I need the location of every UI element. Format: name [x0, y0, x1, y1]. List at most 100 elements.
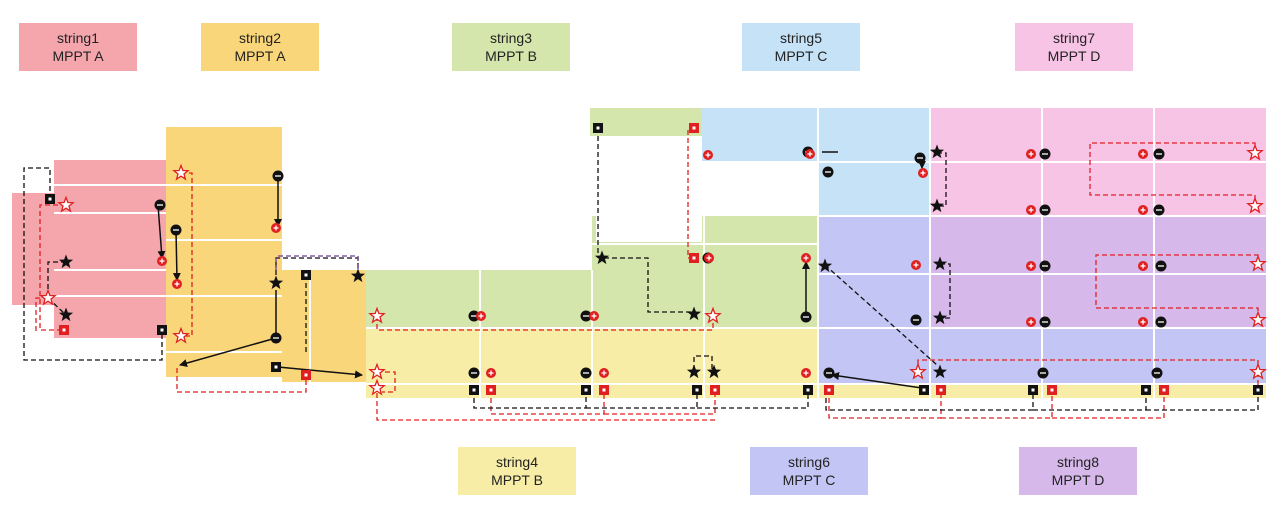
legend-string4: string4 MPPT B — [458, 447, 576, 495]
panel-string1 — [54, 160, 166, 338]
panel-string3-top — [590, 108, 702, 136]
legend-string1: string1 MPPT A — [19, 23, 137, 71]
positive-star-icon — [368, 306, 386, 324]
positive-terminal-icon — [801, 253, 811, 263]
legend-string6: string6 MPPT C — [750, 447, 868, 495]
junction-box-icon — [1141, 385, 1151, 395]
junction-box-icon — [1028, 385, 1038, 395]
negative-terminal-icon — [1153, 148, 1165, 160]
positive-terminal-icon — [599, 368, 609, 378]
positive-star-icon — [909, 362, 927, 380]
negative-terminal-icon — [1037, 367, 1049, 379]
negative-star-icon — [932, 364, 948, 379]
positive-star-icon — [368, 378, 386, 396]
junction-box-icon — [919, 385, 929, 395]
negative-wiring — [23, 128, 1259, 411]
positive-terminal-icon — [476, 311, 486, 321]
positive-star-icon — [1249, 310, 1267, 328]
junction-box-icon — [710, 385, 720, 395]
positive-terminal-icon — [1138, 205, 1148, 215]
positive-terminals — [157, 149, 1148, 378]
junction-box-icon — [593, 123, 603, 133]
junction-box-icon — [157, 325, 167, 335]
positive-star-icon — [172, 163, 190, 181]
negative-star-icon — [932, 256, 948, 271]
positive-terminal-icon — [1026, 261, 1036, 271]
negative-star-icon — [594, 250, 610, 265]
positive-star-icon — [57, 195, 75, 213]
legend-string2: string2 MPPT A — [201, 23, 319, 71]
positive-terminal-icon — [911, 260, 921, 270]
positive-terminal-icon — [271, 223, 281, 233]
negative-terminal-icon — [270, 332, 282, 344]
positive-terminal-icon — [1026, 149, 1036, 159]
negative-terminal-icon — [468, 367, 480, 379]
positive-terminal-icon — [801, 368, 811, 378]
negative-terminal-icon — [170, 224, 182, 236]
legend-string1-mppt: MPPT A — [52, 48, 104, 64]
legend-string5-name: string5 — [779, 30, 823, 46]
legend-string7-mppt: MPPT D — [1047, 48, 1101, 64]
positive-star-icon — [39, 288, 57, 306]
negative-terminal-icon — [823, 367, 835, 379]
legend-string2-mppt: MPPT A — [234, 48, 286, 64]
legend-string3-mppt: MPPT B — [485, 48, 537, 64]
negative-star-icon — [350, 268, 366, 283]
junction-box-icon — [689, 123, 699, 133]
legend-string6-mppt: MPPT C — [782, 472, 836, 488]
junction-box-icon — [486, 385, 496, 395]
junction-box-icon — [824, 385, 834, 395]
junction-boxes — [45, 123, 1263, 395]
positive-terminal-icon — [1138, 149, 1148, 159]
negative-star-icon — [929, 144, 945, 159]
junction-box-icon — [1253, 385, 1263, 395]
junction-box-icon — [599, 385, 609, 395]
negative-terminal-icon — [910, 314, 922, 326]
junction-box-icon — [581, 385, 591, 395]
negative-terminal-icon — [1039, 260, 1051, 272]
negative-terminal-icon — [914, 152, 926, 164]
negative-terminal-icon — [1039, 204, 1051, 216]
negative-terminal-icon — [1039, 148, 1051, 160]
positive-terminal-icon — [486, 368, 496, 378]
positive-star-icon — [1246, 143, 1264, 161]
legend-string4-name: string4 — [495, 454, 539, 470]
panel-areas — [12, 108, 1266, 398]
positive-terminal-icon — [172, 279, 182, 289]
positive-star-icon — [172, 326, 190, 344]
panel-string4-bottom — [366, 384, 1266, 398]
legend-string7: string7 MPPT D — [1015, 23, 1133, 71]
junction-box-icon — [803, 385, 813, 395]
positive-terminal-icon — [1138, 317, 1148, 327]
junction-box-icon — [936, 385, 946, 395]
negative-terminal-icon — [154, 199, 166, 211]
panel-string8 — [930, 216, 1266, 328]
positive-star-icon — [1246, 196, 1264, 214]
legend-string3-name: string3 — [489, 30, 533, 46]
negative-terminal-icon — [1151, 367, 1163, 379]
junction-box-icon — [301, 270, 311, 280]
negative-terminal-icon — [580, 310, 592, 322]
negative-terminal-icon — [272, 170, 284, 182]
junction-box-icon — [271, 362, 281, 372]
arrows — [157, 151, 926, 389]
negative-star-icon — [58, 307, 74, 322]
legend-string8: string8 MPPT D — [1019, 447, 1137, 495]
junction-box-icon — [1047, 385, 1057, 395]
positive-star-icon — [704, 306, 722, 324]
legend-string1-name: string1 — [56, 30, 100, 46]
legend-string5: string5 MPPT C — [742, 23, 860, 71]
positive-terminal-icon — [1026, 317, 1036, 327]
positive-star-icon — [368, 362, 386, 380]
positive-terminal-icon — [703, 150, 713, 160]
negative-star-icon — [268, 275, 284, 290]
positive-terminal-icon — [1026, 205, 1036, 215]
negative-star-icon — [706, 364, 722, 379]
junction-box-icon — [301, 370, 311, 380]
negative-star-icon — [58, 254, 74, 269]
junction-box-icon — [689, 253, 699, 263]
negative-terminal-icon — [800, 311, 812, 323]
legend-string8-name: string8 — [1056, 454, 1100, 470]
